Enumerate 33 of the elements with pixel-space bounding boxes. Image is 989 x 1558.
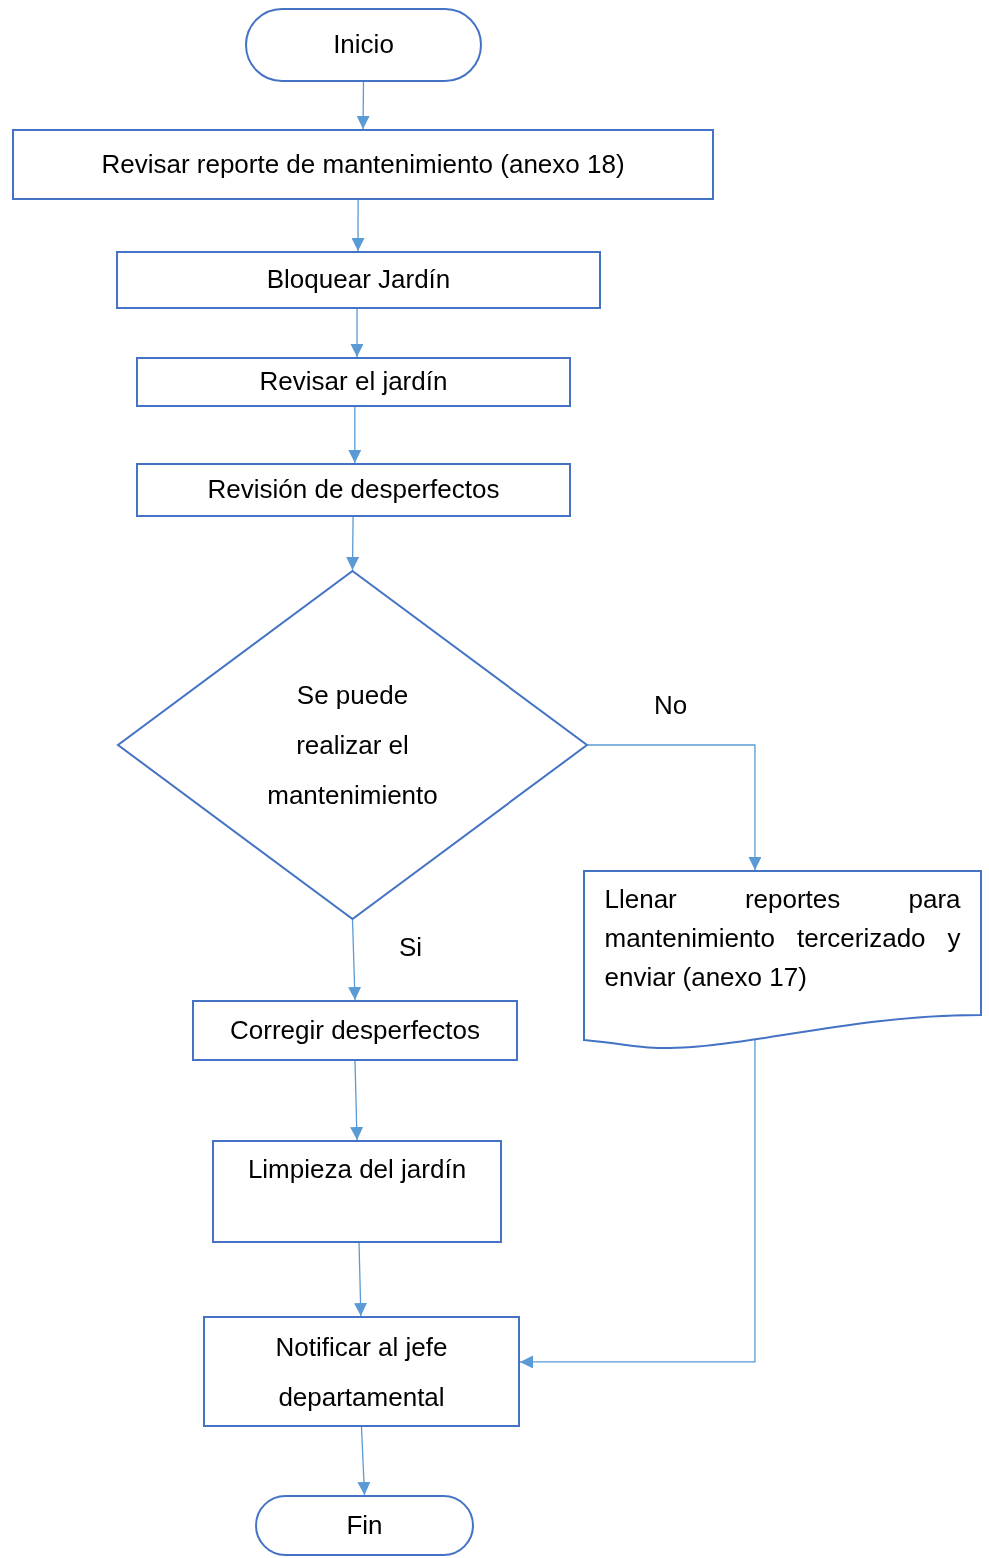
arrow — [351, 199, 365, 252]
process-box — [192, 1000, 518, 1061]
process-box — [136, 463, 571, 517]
document-shape — [583, 870, 982, 1048]
step-text: Bloquear Jardín — [266, 264, 451, 296]
arrow — [348, 406, 362, 464]
arrow — [357, 1426, 371, 1496]
process-box — [212, 1140, 502, 1243]
process-box — [136, 357, 571, 407]
process-box — [203, 1316, 520, 1427]
step-text: Corregir desperfectos — [230, 1014, 480, 1047]
step-text: Notificar al jefe departamental — [274, 1330, 449, 1414]
process-box — [12, 129, 714, 200]
arrow — [356, 81, 370, 130]
arrow — [346, 516, 360, 571]
arrow — [519, 1039, 756, 1369]
arrow — [350, 1060, 364, 1141]
terminal-shape — [245, 8, 482, 82]
arrow — [348, 919, 362, 1001]
process-box — [116, 251, 601, 309]
arrow — [350, 308, 364, 358]
step-text: Inicio — [333, 29, 394, 61]
step-text: Revisar reporte de mantenimiento (anexo 18) — [101, 148, 625, 181]
decision-text: Se puede realizar el mantenimiento — [266, 679, 439, 812]
step-text: Llenar reportes para mantenimiento tercerizado y enviar (anexo 17) — [604, 883, 961, 994]
step-text: Fin — [346, 1509, 383, 1542]
step-text: Revisar el jardín — [259, 366, 448, 398]
arrow — [587, 744, 762, 871]
terminal-shape — [255, 1495, 474, 1556]
step-text: Revisión de desperfectos — [207, 474, 500, 506]
decision-diamond — [117, 570, 588, 920]
arrow — [354, 1242, 368, 1317]
step-text: Limpieza del jardín — [247, 1154, 467, 1186]
